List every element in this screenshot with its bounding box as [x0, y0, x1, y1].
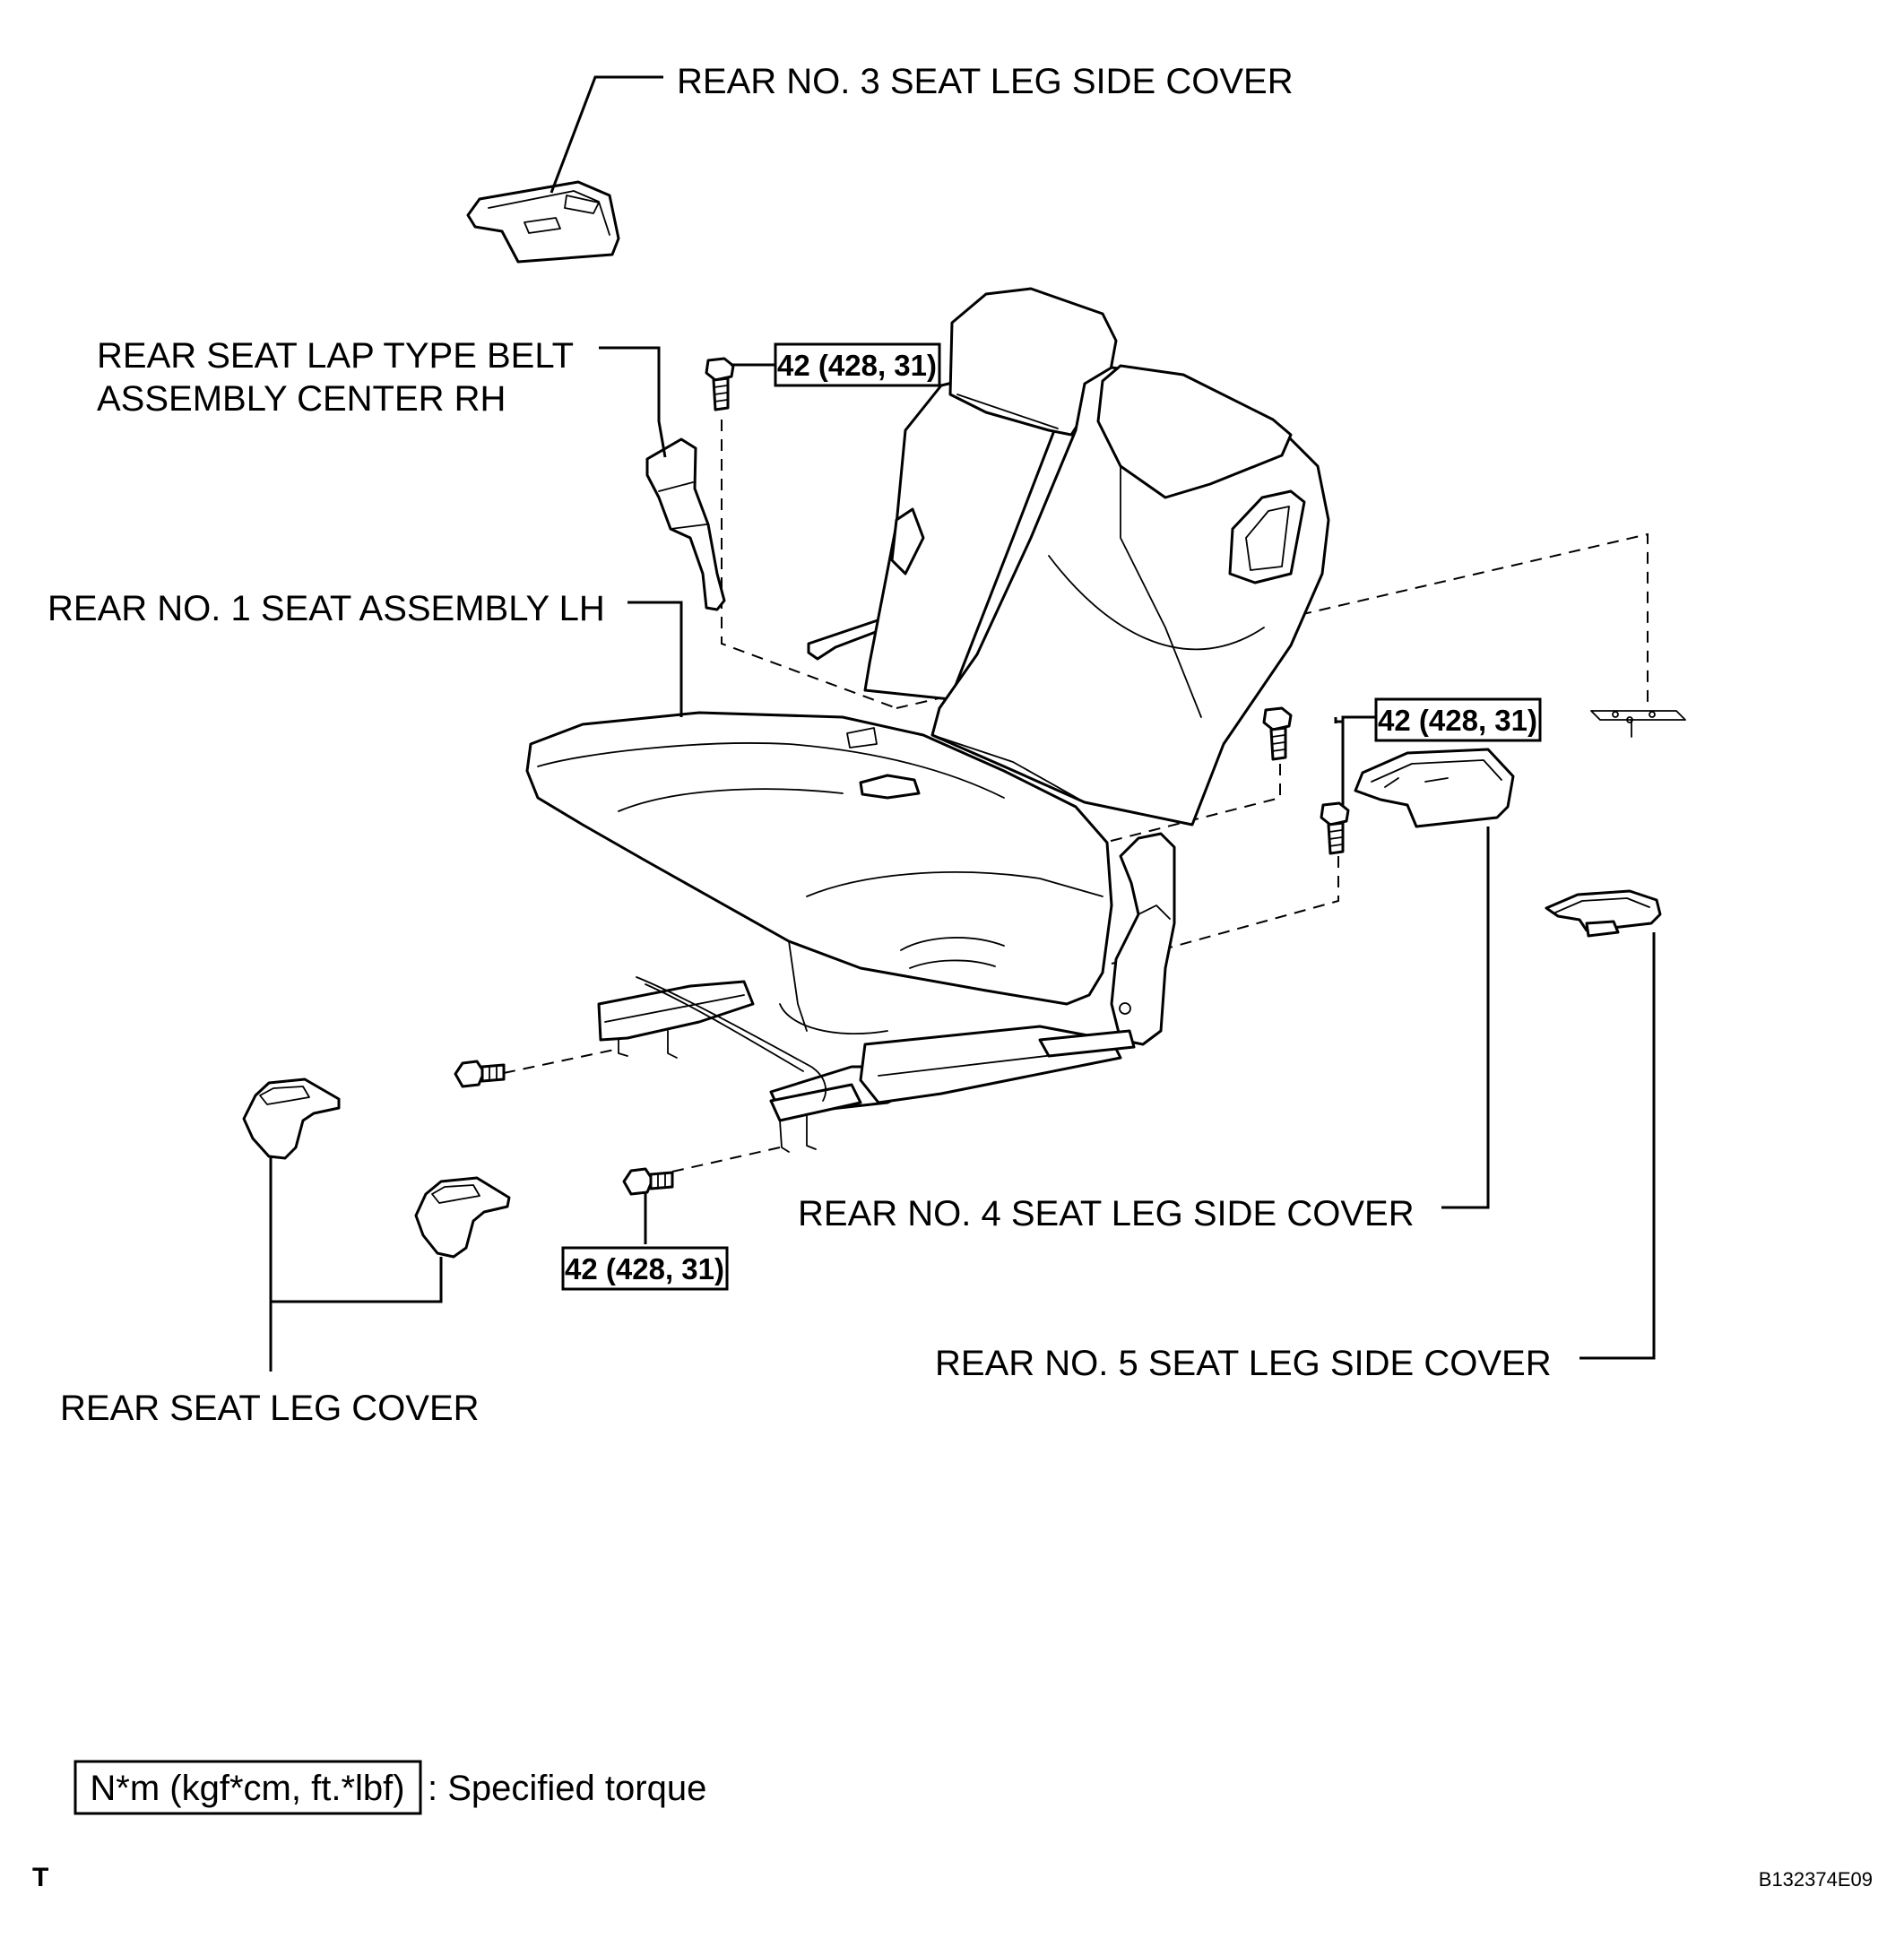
label-leg-cover: REAR SEAT LEG COVER — [60, 1389, 480, 1428]
torque-value-bottom: 42 (428, 31) — [565, 1252, 724, 1285]
label-lap-belt-line1: REAR SEAT LAP TYPE BELT — [97, 336, 574, 376]
leg-cover-part-right — [414, 1176, 511, 1259]
figure-code: B132374E09 — [1759, 1868, 1873, 1891]
seat-back-front — [930, 364, 1330, 827]
bolt-left-lower — [622, 1167, 674, 1196]
side-hinge-bracket — [1110, 832, 1176, 1046]
legend-unit-box: N*m (kgf*cm, ft.*lbf) — [90, 1769, 404, 1808]
lap-belt-part — [645, 437, 889, 661]
label-no5-side-cover: REAR NO. 5 SEAT LEG SIDE COVER — [935, 1344, 1552, 1383]
label-lap-belt-line2: ASSEMBLY CENTER RH — [97, 379, 506, 419]
torque-value-right: 42 (428, 31) — [1378, 704, 1537, 737]
seat-back-rear — [863, 287, 1118, 701]
corner-mark: T — [32, 1863, 48, 1892]
torque-value-top: 42 (428, 31) — [777, 349, 937, 382]
no4-side-cover-part — [1354, 748, 1515, 828]
bolt-top — [705, 357, 735, 411]
leader-lines — [269, 75, 1656, 1372]
seat-frame-rails — [597, 976, 1136, 1153]
legend-description: : Specified torque — [428, 1769, 706, 1808]
no3-side-cover-part — [466, 180, 620, 264]
bolt-right-lower — [1320, 801, 1350, 855]
no5-side-cover-part — [1545, 889, 1662, 938]
leg-cover-part-left — [242, 1078, 341, 1160]
label-seat-assembly: REAR NO. 1 SEAT ASSEMBLY LH — [48, 589, 605, 628]
bolt-right-upper — [1262, 706, 1293, 761]
torque-box-top: 42 (428, 31) — [774, 342, 941, 387]
label-no3-side-cover: REAR NO. 3 SEAT LEG SIDE COVER — [677, 62, 1294, 101]
bolt-left-upper — [454, 1060, 506, 1088]
floor-mount-marker — [1590, 710, 1686, 738]
label-no4-side-cover: REAR NO. 4 SEAT LEG SIDE COVER — [798, 1194, 1415, 1233]
seat-cushion — [525, 711, 1113, 1032]
torque-legend: N*m (kgf*cm, ft.*lbf) : Specified torque — [74, 1760, 706, 1815]
torque-box-right: 42 (428, 31) — [1374, 697, 1542, 742]
torque-box-bottom: 42 (428, 31) — [561, 1246, 729, 1291]
